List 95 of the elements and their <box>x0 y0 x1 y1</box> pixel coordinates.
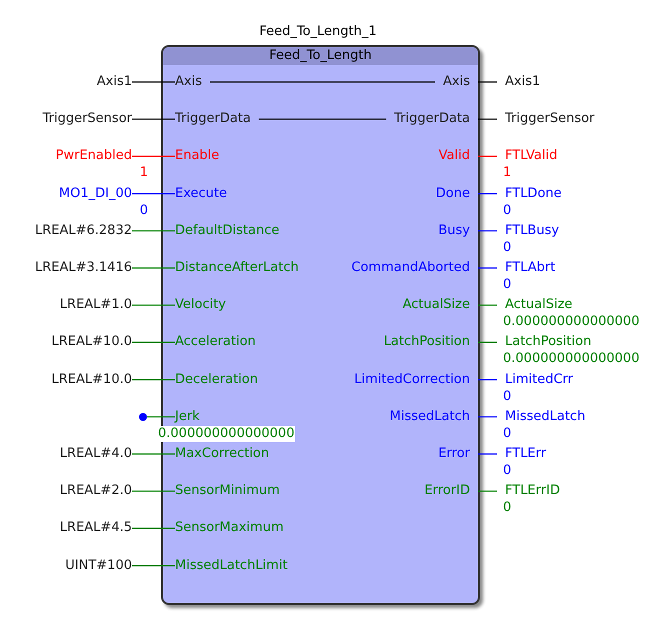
value-label: 1 <box>503 165 512 182</box>
variable-label: LREAL#2.0 <box>60 483 132 500</box>
input-pin-label: SensorMaximum <box>175 520 284 536</box>
variable-label: FTLValid <box>505 148 558 164</box>
output-pin-label: Busy <box>438 222 470 239</box>
value-label: 0.000000000000000 <box>503 351 640 368</box>
variable-label: FTLErrID <box>505 483 560 500</box>
value-label: 0 <box>503 277 512 293</box>
variable-label: MO1_DI_00 <box>58 186 132 202</box>
output-pin-label: Axis <box>443 74 470 90</box>
wire <box>132 304 175 306</box>
value-label: 0.000000000000000 <box>157 426 296 442</box>
value-label: 0 <box>503 240 512 256</box>
value-label: 0 <box>503 202 512 219</box>
variable-label: LREAL#6.2832 <box>34 222 132 239</box>
output-pin-label: TriggerData <box>394 111 470 128</box>
value-label: 1 <box>140 165 148 182</box>
wire <box>132 118 175 120</box>
output-pin-label: ErrorID <box>424 483 470 500</box>
variable-label: LREAL#1.0 <box>60 297 132 314</box>
input-pin-label: Velocity <box>175 297 226 314</box>
input-pin-label: Axis <box>175 74 202 90</box>
wire <box>132 565 175 566</box>
output-pin-label: Done <box>436 186 470 202</box>
value-label: 0 <box>503 463 512 479</box>
wire <box>478 416 497 418</box>
value-label: 0 <box>503 500 512 516</box>
variable-label: LREAL#4.5 <box>60 520 132 536</box>
input-pin-label: DistanceAfterLatch <box>175 260 299 276</box>
output-pin-label: LatchPosition <box>384 334 470 350</box>
variable-label: FTLBusy <box>505 222 560 239</box>
variable-label: FTLAbrt <box>505 260 556 276</box>
variable-label: ActualSize <box>505 297 572 314</box>
wire <box>478 81 497 83</box>
input-pin-label: MaxCorrection <box>175 446 270 462</box>
wire <box>478 342 497 343</box>
variable-label: MissedLatch <box>505 408 586 425</box>
input-pin-label: Deceleration <box>175 372 258 388</box>
wire <box>210 81 436 83</box>
wire <box>147 416 175 418</box>
wire <box>478 193 497 194</box>
variable-label: UINT#100 <box>65 558 132 574</box>
input-pin-label: Jerk <box>175 408 200 425</box>
input-pin-label: DefaultDistance <box>175 222 280 239</box>
variable-label: FTLErr <box>505 446 546 462</box>
wire <box>478 267 497 269</box>
input-pin-label: Enable <box>175 148 220 164</box>
wire <box>478 230 497 232</box>
wire <box>132 156 175 157</box>
variable-label: LREAL#10.0 <box>52 372 132 388</box>
variable-label: LatchPosition <box>505 334 592 350</box>
instance-name: Feed_To_Length_1 <box>258 24 378 40</box>
variable-label: LREAL#4.0 <box>60 446 132 462</box>
wire <box>478 379 497 380</box>
output-pin-label: Valid <box>438 148 470 164</box>
wire <box>478 304 497 306</box>
variable-label: Axis1 <box>96 74 132 90</box>
value-label: 0.000000000000000 <box>503 314 640 330</box>
output-pin-label: CommandAborted <box>351 260 470 276</box>
wire <box>478 118 497 120</box>
variable-label: PwrEnabled <box>56 148 132 164</box>
wire <box>132 267 175 269</box>
wire <box>132 453 175 455</box>
value-label: 0 <box>503 388 512 405</box>
variable-label: Axis1 <box>505 74 540 90</box>
input-pin-label: MissedLatchLimit <box>175 558 288 574</box>
wire <box>132 230 175 232</box>
input-pin-label: Acceleration <box>175 334 256 350</box>
variable-label: FTLDone <box>505 186 562 202</box>
input-pin-label: TriggerData <box>175 111 251 128</box>
variable-label: LimitedCrr <box>505 372 574 388</box>
output-pin-label: MissedLatch <box>390 408 470 425</box>
input-pin-label: SensorMinimum <box>175 483 280 500</box>
variable-label: TriggerSensor <box>505 111 594 128</box>
connection-dot <box>139 412 147 421</box>
variable-label: LREAL#3.1416 <box>34 260 132 276</box>
variable-label: LREAL#10.0 <box>52 334 132 350</box>
wire <box>132 528 175 529</box>
wire <box>478 490 497 492</box>
variable-label: TriggerSensor <box>42 111 132 128</box>
wire <box>132 81 175 83</box>
value-label: 0 <box>140 202 148 219</box>
wire <box>258 118 386 120</box>
value-label: 0 <box>503 426 512 442</box>
output-pin-label: LimitedCorrection <box>354 372 470 388</box>
wire <box>478 453 497 455</box>
input-pin-label: Execute <box>175 186 227 202</box>
output-pin-label: Error <box>438 446 470 462</box>
wire <box>132 193 175 194</box>
wire <box>478 156 497 157</box>
wire <box>132 342 175 343</box>
wire <box>132 379 175 380</box>
block-header: Feed_To_Length <box>163 47 478 65</box>
wire <box>132 490 175 492</box>
output-pin-label: ActualSize <box>402 297 470 314</box>
